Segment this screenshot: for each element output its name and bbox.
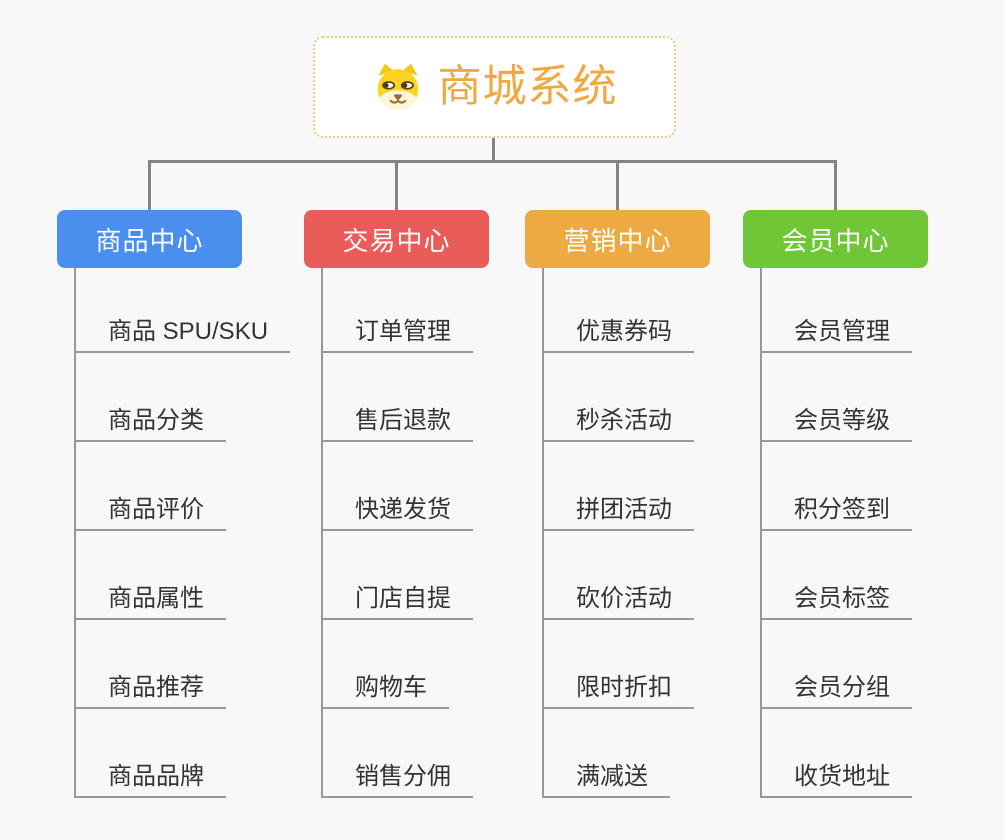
branch-member: 会员中心 会员管理 会员等级 积分签到 会员标签 会员分组 收货地址 <box>743 210 928 798</box>
connector-drop-products <box>148 162 151 210</box>
branch-trade: 交易中心 订单管理 售后退款 快递发货 门店自提 购物车 销售分佣 <box>304 210 489 798</box>
branch-item[interactable]: 售后退款 <box>323 353 473 442</box>
branch-marketing: 营销中心 优惠券码 秒杀活动 拼团活动 砍价活动 限时折扣 满减送 <box>525 210 710 798</box>
branch-item[interactable]: 商品品牌 <box>76 709 226 798</box>
branch-products: 商品中心 商品 SPU/SKU 商品分类 商品评价 商品属性 商品推荐 商品品牌 <box>57 210 291 798</box>
branch-item[interactable]: 会员管理 <box>762 268 912 353</box>
branch-item[interactable]: 商品推荐 <box>76 620 226 709</box>
root-title: 商城系统 <box>437 62 618 111</box>
branch-items-trade: 订单管理 售后退款 快递发货 门店自提 购物车 销售分佣 <box>321 268 489 798</box>
root-node[interactable]: 商城系统 <box>313 36 676 138</box>
dog-face-icon <box>372 61 424 113</box>
branch-item[interactable]: 销售分佣 <box>323 709 473 798</box>
branch-item[interactable]: 购物车 <box>323 620 449 709</box>
branch-item[interactable]: 会员分组 <box>762 620 912 709</box>
branch-header-products[interactable]: 商品中心 <box>57 210 242 268</box>
connector-drop-member <box>834 162 837 210</box>
branch-item[interactable]: 砍价活动 <box>544 531 694 620</box>
connector-root-stem <box>492 138 495 162</box>
connector-drop-marketing <box>616 162 619 210</box>
branch-item[interactable]: 限时折扣 <box>544 620 694 709</box>
branch-items-products: 商品 SPU/SKU 商品分类 商品评价 商品属性 商品推荐 商品品牌 <box>74 268 291 798</box>
branch-item[interactable]: 订单管理 <box>323 268 473 353</box>
branch-item[interactable]: 门店自提 <box>323 531 473 620</box>
branch-item[interactable]: 会员等级 <box>762 353 912 442</box>
branch-item[interactable]: 快递发货 <box>323 442 473 531</box>
branch-header-marketing[interactable]: 营销中心 <box>525 210 710 268</box>
branch-item[interactable]: 秒杀活动 <box>544 353 694 442</box>
branch-header-member[interactable]: 会员中心 <box>743 210 928 268</box>
connector-bus <box>148 160 837 163</box>
branch-item[interactable]: 拼团活动 <box>544 442 694 531</box>
branch-item[interactable]: 积分签到 <box>762 442 912 531</box>
branch-header-trade[interactable]: 交易中心 <box>304 210 489 268</box>
branch-item[interactable]: 商品属性 <box>76 531 226 620</box>
branch-items-member: 会员管理 会员等级 积分签到 会员标签 会员分组 收货地址 <box>760 268 928 798</box>
connector-drop-trade <box>395 162 398 210</box>
branch-item[interactable]: 商品分类 <box>76 353 226 442</box>
branch-item[interactable]: 优惠券码 <box>544 268 694 353</box>
branch-item[interactable]: 商品评价 <box>76 442 226 531</box>
branch-item[interactable]: 满减送 <box>544 709 670 798</box>
branch-item[interactable]: 商品 SPU/SKU <box>76 268 291 353</box>
branch-items-marketing: 优惠券码 秒杀活动 拼团活动 砍价活动 限时折扣 满减送 <box>542 268 710 798</box>
branch-item[interactable]: 收货地址 <box>762 709 912 798</box>
branch-item[interactable]: 会员标签 <box>762 531 912 620</box>
